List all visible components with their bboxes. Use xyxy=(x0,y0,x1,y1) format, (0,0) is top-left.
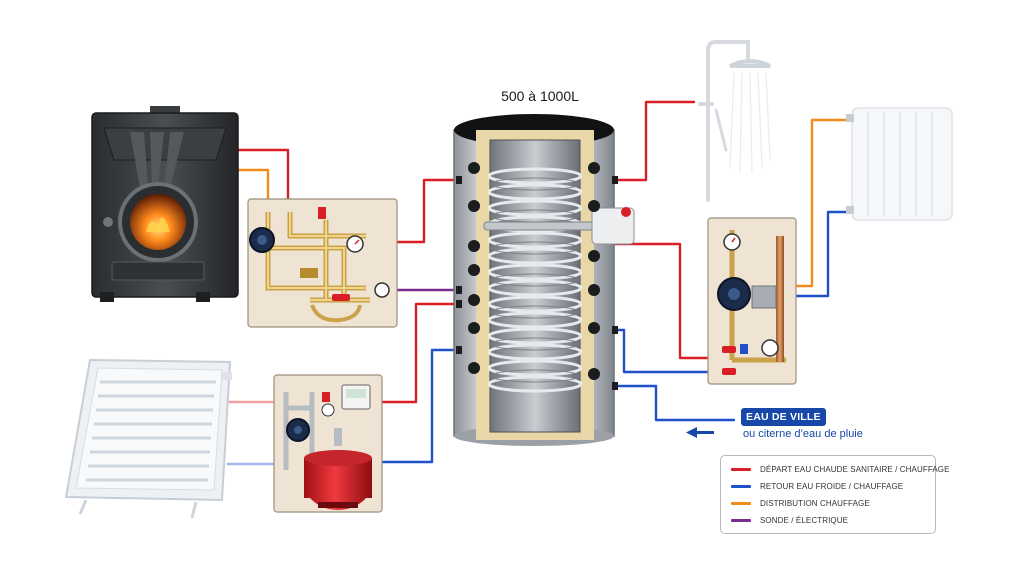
legend-label: DISTRIBUTION CHAUFFAGE xyxy=(760,498,870,508)
pipes xyxy=(226,100,852,466)
pipe-tank-heat-cold xyxy=(612,328,714,374)
pipe-solar-tank-cold xyxy=(380,348,460,464)
tank-ports xyxy=(456,162,618,390)
arrow-left-icon xyxy=(686,427,714,438)
pipe-tank-heat-hot xyxy=(612,242,714,360)
legend-swatch-probe xyxy=(731,518,751,522)
pipe-station-tank-hot xyxy=(374,178,460,244)
thermometer-icon xyxy=(346,235,364,253)
tank-capacity-label: 500 à 1000L xyxy=(501,88,579,104)
city-water-badge: EAU DE VILLE xyxy=(741,408,826,426)
legend-swatch-hot xyxy=(731,467,751,471)
legend-swatch-heating xyxy=(731,501,751,505)
expansion-vessel-icon xyxy=(304,428,372,510)
shower-icon xyxy=(698,40,771,202)
storage-tank xyxy=(453,114,635,446)
legend-label: RETOUR EAU FROIDE / CHAUFFAGE xyxy=(760,481,904,491)
pipe-stove-heating xyxy=(236,168,270,202)
pipe-tank-shower xyxy=(612,100,696,182)
legend-item-probe: SONDE / ÉLECTRIQUE xyxy=(731,513,848,527)
city-water-subtitle: ou citerne d’eau de pluie xyxy=(743,428,863,440)
heating-station-icon xyxy=(707,217,797,385)
solar-panel-icon xyxy=(64,358,232,519)
wood-stove-icon xyxy=(91,106,239,302)
pipe-station-radiator-blue xyxy=(794,210,852,298)
pipe-stove-hot xyxy=(236,148,290,207)
pipe-solar-tank-hot xyxy=(380,302,460,404)
legend-item-heating: DISTRIBUTION CHAUFFAGE xyxy=(731,496,870,510)
pipe-city-water xyxy=(612,384,736,422)
legend: DÉPART EAU CHAUDE SANITAIRE / CHAUFFAGE … xyxy=(720,455,949,534)
radiator-icon xyxy=(846,107,953,221)
legend-swatch-cold xyxy=(731,484,751,488)
pump-station-icon xyxy=(247,198,398,328)
legend-item-cold: RETOUR EAU FROIDE / CHAUFFAGE xyxy=(731,479,903,493)
pipe-station-radiator-orange xyxy=(794,118,852,288)
legend-item-hot: DÉPART EAU CHAUDE SANITAIRE / CHAUFFAGE xyxy=(731,462,950,476)
legend-label: SONDE / ÉLECTRIQUE xyxy=(760,515,849,525)
legend-label: DÉPART EAU CHAUDE SANITAIRE / CHAUFFAGE xyxy=(760,464,950,474)
